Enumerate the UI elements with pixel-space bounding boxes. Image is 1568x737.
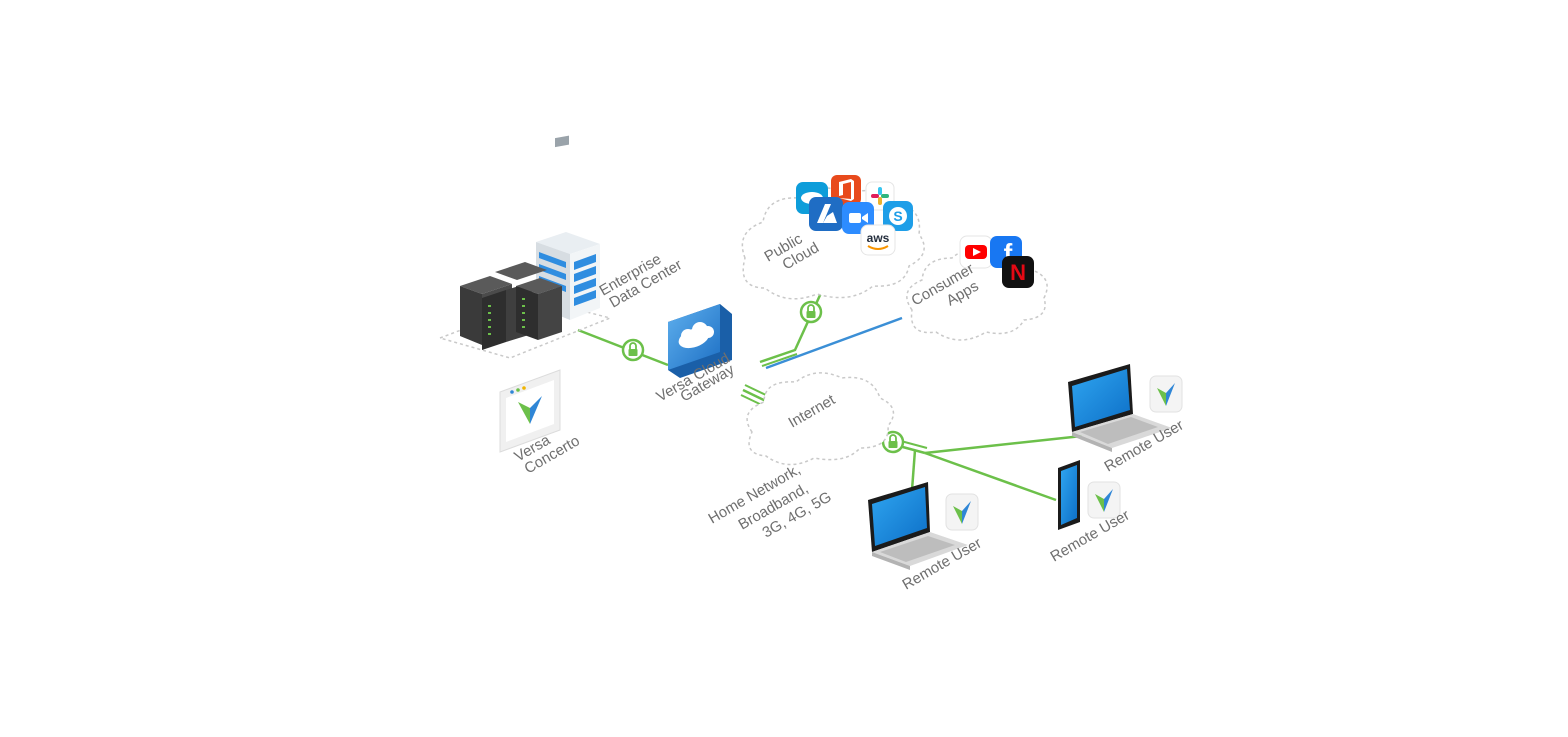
aws-icon: aws	[860, 224, 896, 256]
versa-client-icon	[1087, 481, 1121, 519]
server-rack-icon	[516, 278, 562, 340]
link-gateway-internet	[742, 388, 769, 404]
versa-client-icon	[1149, 375, 1183, 413]
internet: Internet	[746, 372, 895, 466]
smartphone-icon	[1058, 460, 1080, 530]
remote-user-laptop-right: Remote User	[1068, 364, 1187, 475]
versa-client-icon	[945, 493, 979, 531]
versa-cloud-gateway: Versa Cloud Gateway	[654, 304, 738, 405]
azure-icon	[809, 197, 843, 231]
versa-concerto: Versa Concerto	[499, 369, 583, 477]
laptop-icon	[1068, 364, 1172, 452]
public-cloud: Public Cloud	[741, 175, 925, 300]
remote-user-laptop-left: Remote User	[868, 482, 985, 593]
svg-text:f: f	[1004, 238, 1013, 268]
youtube-icon	[959, 235, 993, 269]
link-gateway-consumer	[765, 316, 903, 370]
svg-text:N: N	[1010, 260, 1026, 285]
laptop-icon	[868, 482, 968, 570]
enterprise-data-center: Enterprise Data Center	[437, 135, 685, 359]
link-hub-phone	[924, 451, 1057, 502]
public-cloud-shape	[741, 187, 925, 300]
versa-logo-icon	[518, 396, 542, 424]
aws-logo-text: aws	[867, 231, 890, 245]
link-hub-laptop-left	[910, 449, 917, 491]
internet-cloud-shape	[746, 372, 895, 466]
skype-icon: S	[883, 201, 913, 231]
cloud-icon	[678, 322, 714, 349]
connections	[577, 281, 1083, 502]
svg-text:S: S	[893, 208, 902, 224]
lock-icon	[621, 338, 645, 362]
link-hub-laptop-right	[924, 434, 1083, 455]
lock-icon	[881, 430, 905, 454]
netflix-icon: N	[1002, 256, 1034, 288]
consumer-apps: f N Consumer Apps	[906, 235, 1048, 341]
remote-user-phone: Remote User	[1048, 460, 1133, 565]
lock-icon	[799, 300, 823, 324]
